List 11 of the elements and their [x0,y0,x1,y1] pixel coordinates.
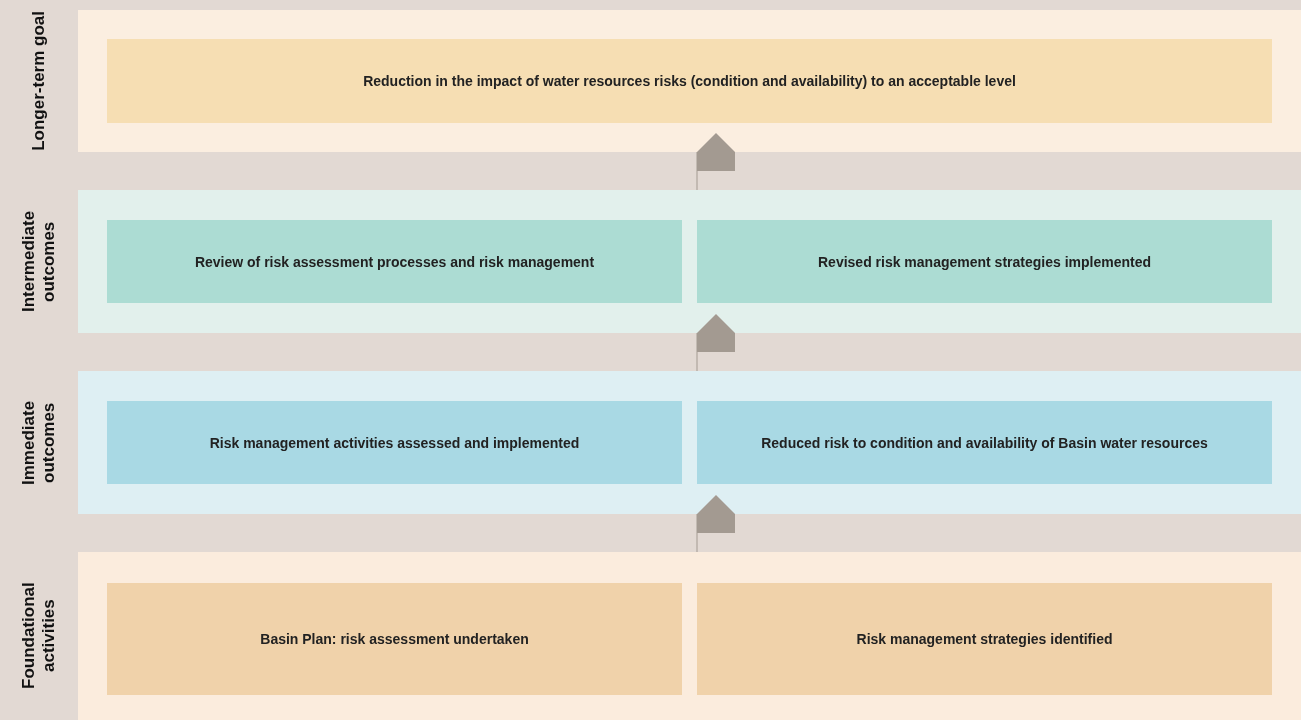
band-heading: Foundational activities [19,581,59,692]
band-heading: Immediate outcomes [19,399,59,487]
outcome-box: Risk management strategies identified [697,583,1272,695]
band-heading: Intermediate outcomes [19,209,59,315]
outcome-box: Basin Plan: risk assessment undertaken [107,583,682,695]
outcome-box: Revised risk management strategies implemented [697,220,1272,303]
band-heading: Longer-term goal [29,11,49,151]
outcome-box: Risk management activities assessed and implemented [107,401,682,484]
outcome-box: Review of risk assessment processes and risk management [107,220,682,303]
outcome-box: Reduced risk to condition and availability of Basin water resources [697,401,1272,484]
outcome-box: Reduction in the impact of water resources risks (condition and availability) to an acceptable level [107,39,1272,123]
